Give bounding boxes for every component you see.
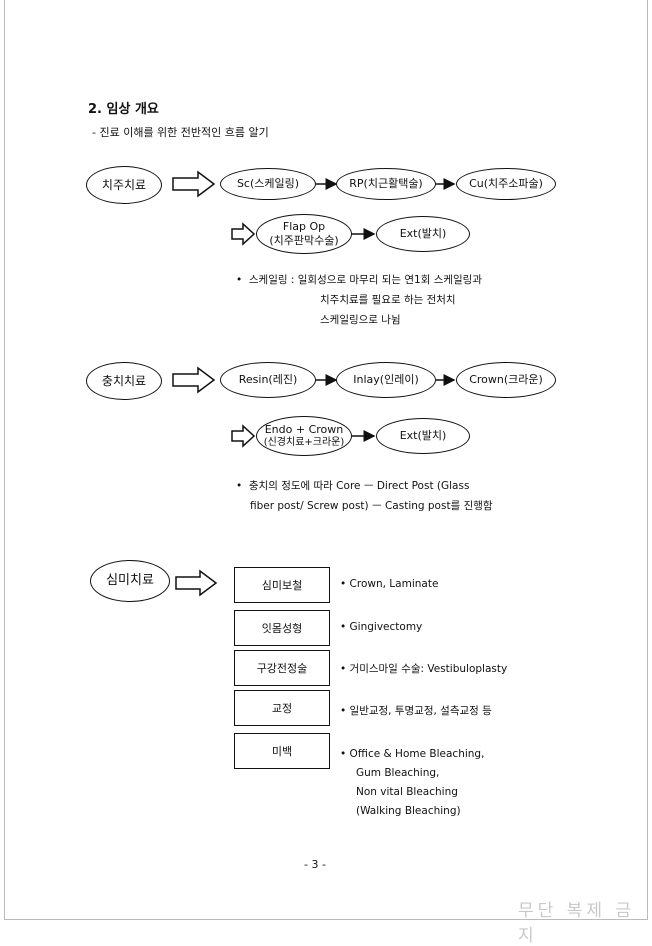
flap-op-line1: Flap Op <box>282 220 326 234</box>
page-border <box>4 0 648 920</box>
perio-flap-op: Flap Op (치주판막수술) <box>256 214 352 254</box>
bullet: • <box>340 663 347 675</box>
perio-note-line3: 스케일링으로 나뉨 <box>320 314 401 326</box>
flap-op-line2: (치주판막수술) <box>269 234 339 247</box>
esthetic-desc-whitening: • Office & Home Bleaching, Gum Bleaching… <box>340 745 484 821</box>
bullet: • <box>340 621 347 633</box>
desc-line: Crown, Laminate <box>349 578 439 590</box>
perio-ext: Ext(발치) <box>376 216 470 252</box>
esthetic-desc-ortho: • 일반교정, 투명교정, 설측교정 등 <box>340 703 492 718</box>
note-bullet: • <box>236 274 243 286</box>
perio-note-line2: 치주치료를 필요로 하는 전처치 <box>320 294 456 306</box>
bullet: • <box>340 705 347 717</box>
page-number: - 3 - <box>304 858 326 871</box>
desc-line: 일반교정, 투명교정, 설측교정 등 <box>349 705 492 717</box>
endo-line2: (신경치료+크라운) <box>263 436 345 448</box>
desc-line: Office & Home Bleaching, <box>349 748 485 760</box>
caries-step-crown: Crown(크라운) <box>456 362 556 398</box>
caries-note-line1: 충치의 정도에 따라 Core ㅡ Direct Post (Glass <box>248 480 470 492</box>
desc-line: Non vital Bleaching <box>356 786 458 798</box>
esthetic-desc-gum: • Gingivectomy <box>340 621 422 633</box>
esthetic-box-whitening: 미백 <box>234 733 330 769</box>
block-arrow-icon <box>172 170 216 198</box>
caries-note: • 충치의 정도에 따라 Core ㅡ Direct Post (Glass f… <box>236 476 493 516</box>
esthetic-desc-vestibulo: • 거미스마일 수술: Vestibuloplasty <box>340 661 507 676</box>
watermark: 무단 복제 금지 <box>518 901 636 946</box>
perio-note-line1: 스케일링 : 일회성으로 마무리 되는 연1회 스케일링과 <box>248 274 482 286</box>
caries-step-inlay: Inlay(인레이) <box>336 362 436 398</box>
bullet: • <box>340 578 347 590</box>
block-arrow-icon <box>231 424 256 448</box>
block-arrow-icon <box>175 569 218 597</box>
perio-label: 치주치료 <box>86 166 162 204</box>
desc-line: (Walking Bleaching) <box>356 805 461 817</box>
bullet: • <box>340 748 347 760</box>
caries-label: 충치치료 <box>86 362 162 400</box>
caries-ext: Ext(발치) <box>376 418 470 454</box>
perio-note: • 스케일링 : 일회성으로 마무리 되는 연1회 스케일링과 치주치료를 필요… <box>236 270 482 330</box>
perio-step-cu: Cu(치주소파술) <box>456 168 556 200</box>
caries-note-line2: fiber post/ Screw post) ㅡ Casting post를 … <box>250 500 493 512</box>
note-bullet: • <box>236 480 243 492</box>
caries-step-resin: Resin(레진) <box>220 362 316 398</box>
flow-arrows <box>172 170 456 597</box>
block-arrow-icon <box>172 366 216 394</box>
section-title: 2. 임상 개요 <box>88 102 159 117</box>
endo-line1: Endo + Crown <box>264 422 344 436</box>
esthetic-desc-prosthetics: • Crown, Laminate <box>340 578 438 590</box>
perio-step-scaling: Sc(스케일링) <box>220 168 316 200</box>
esthetic-box-ortho: 교정 <box>234 690 330 726</box>
block-arrow-icon <box>231 222 256 246</box>
esthetic-box-prosthetics: 심미보철 <box>234 567 330 603</box>
caries-endo-crown: Endo + Crown (신경치료+크라운) <box>256 416 352 456</box>
perio-step-rp: RP(치근활택술) <box>336 168 436 200</box>
desc-line: 거미스마일 수술: Vestibuloplasty <box>349 663 508 675</box>
section-subtitle: - 진료 이해를 위한 전반적인 흐름 알기 <box>92 126 269 139</box>
esthetic-box-gum: 잇몸성형 <box>234 610 330 646</box>
esthetic-label: 심미치료 <box>90 560 170 602</box>
esthetic-box-vestibulo: 구강전정술 <box>234 650 330 686</box>
desc-line: Gum Bleaching, <box>356 767 440 779</box>
desc-line: Gingivectomy <box>349 621 423 633</box>
